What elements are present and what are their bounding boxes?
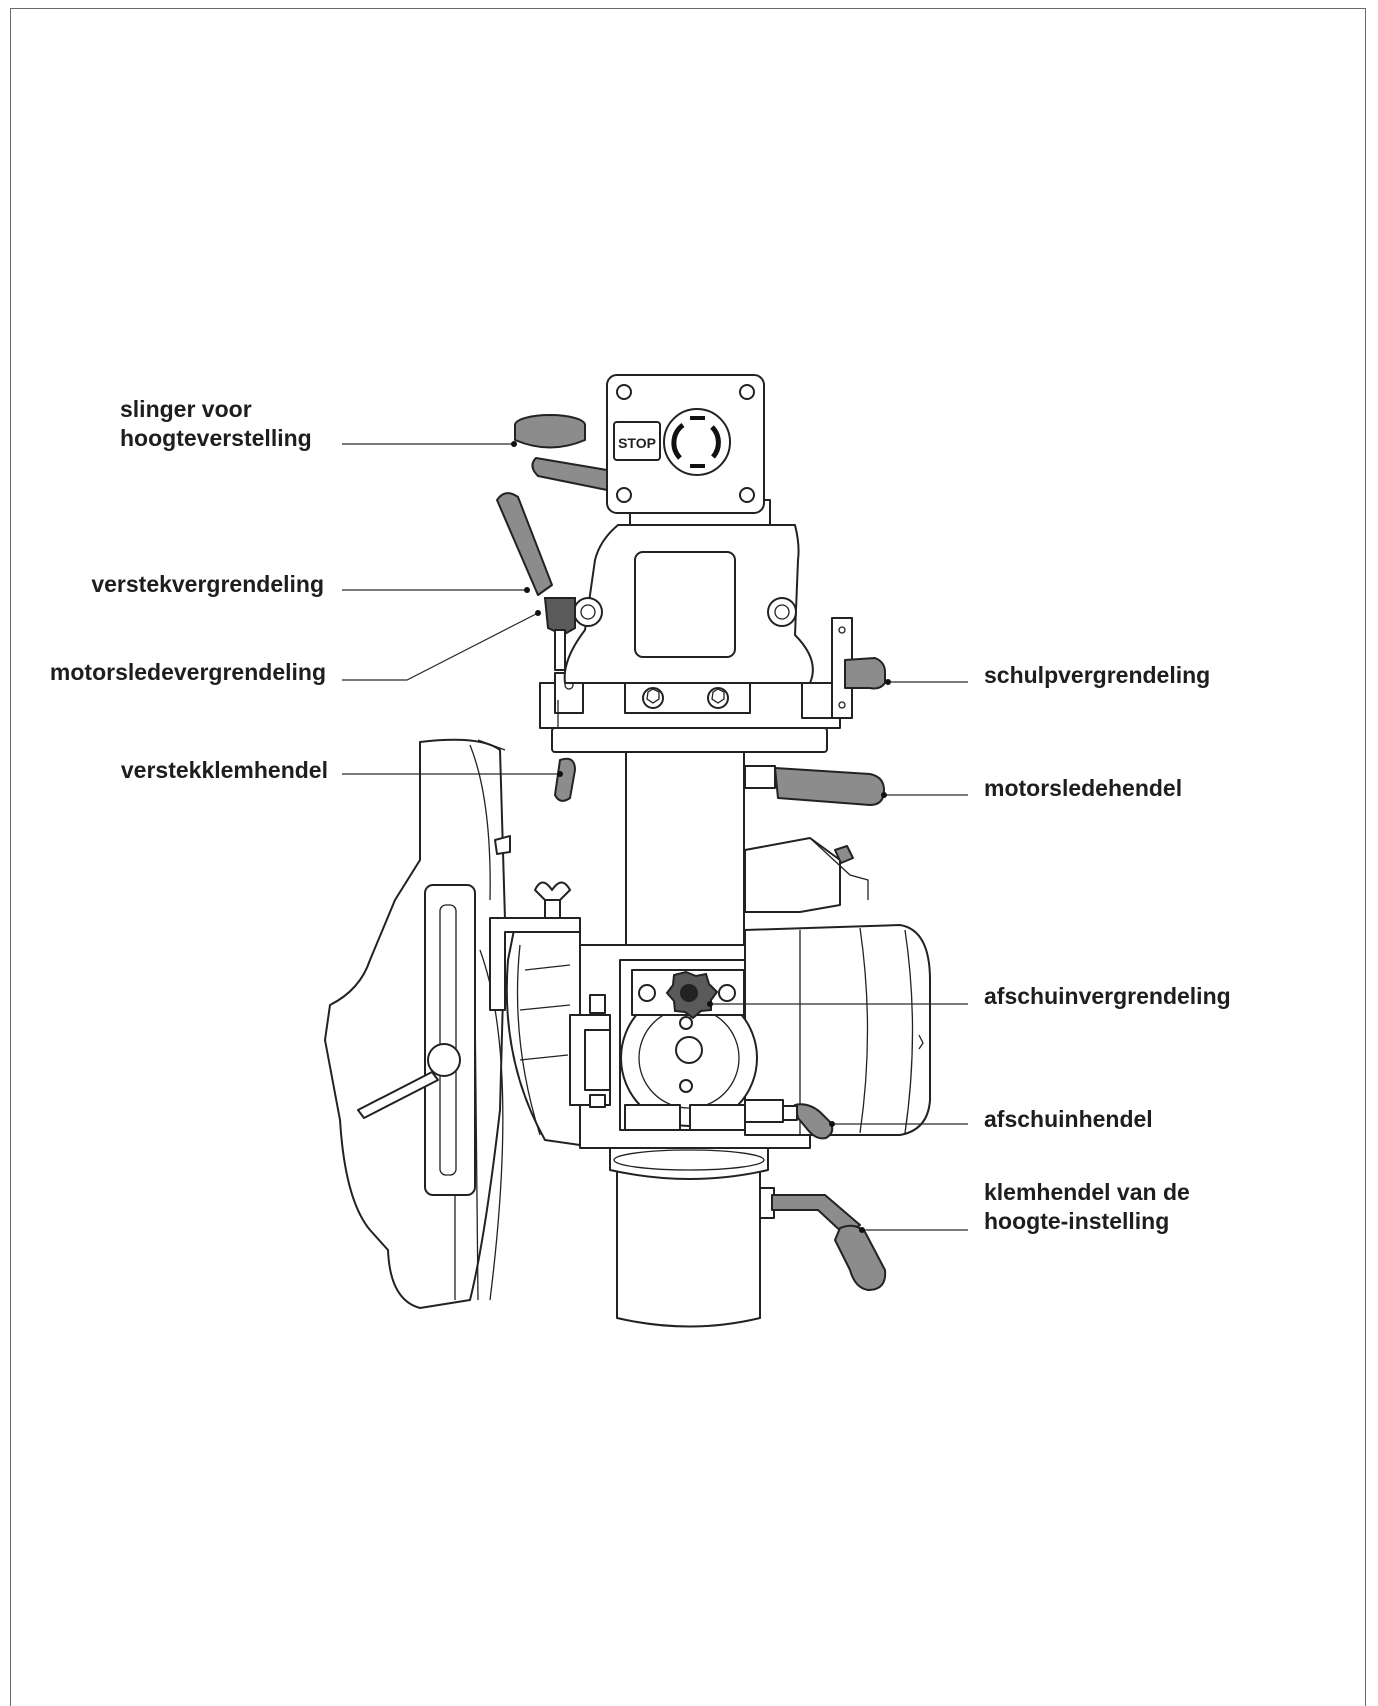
blade-guard (324, 738, 581, 1309)
stop-label: STOP (618, 435, 656, 451)
carriage-handle (744, 765, 885, 806)
miter-lock-handle (496, 492, 576, 671)
yoke-head (563, 499, 814, 684)
label-motorsledevergrendeling: motorsledevergrendeling (49, 659, 326, 685)
label-klemhendel-line1: klemhendel van de (984, 1179, 1190, 1205)
turret-plate (539, 672, 841, 753)
elevation-crank (514, 414, 608, 491)
label-klemhendel-hoogte-instelling: klemhendel van de hoogte-instelling (984, 1178, 1190, 1236)
label-afschuinhendel: afschuinhendel (984, 1106, 1153, 1132)
label-verstekvergrendeling: verstekvergrendeling (91, 571, 324, 597)
label-slinger-line2: hoogteverstelling (120, 425, 312, 451)
miter-clamp-handle (554, 757, 576, 802)
column-base (609, 1129, 769, 1328)
label-klemhendel-line2: hoogte-instelling (984, 1208, 1170, 1234)
bevel-handle (744, 1099, 834, 1140)
height-clamp-handle (759, 1187, 887, 1291)
switch-box: STOP (606, 374, 765, 514)
label-schulpvergrendeling: schulpvergrendeling (984, 662, 1211, 688)
motor-housing (744, 837, 931, 1136)
leader-lines (342, 441, 968, 1233)
label-afschuinvergrendeling: afschuinvergrendeling (984, 983, 1231, 1009)
label-slinger-hoogteverstelling: slinger voor hoogteverstelling (120, 395, 312, 453)
page-frame (10, 8, 1366, 1706)
label-verstekklemhendel: verstekklemhendel (120, 757, 328, 783)
column (625, 751, 745, 953)
rip-lock (831, 617, 886, 719)
yoke-body (505, 924, 811, 1149)
label-slinger-line1: slinger voor (120, 396, 252, 422)
label-motorsledehendel: motorsledehendel (984, 775, 1183, 801)
